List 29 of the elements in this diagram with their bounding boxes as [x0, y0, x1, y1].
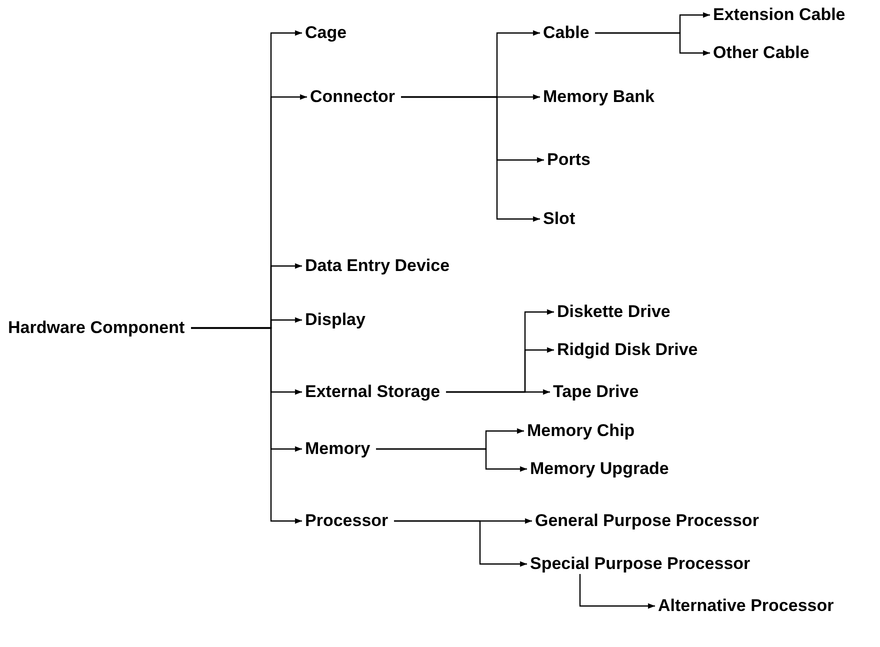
node-label: General Purpose Processor — [535, 511, 759, 531]
node-label: Memory Chip — [527, 421, 635, 441]
node-label: Special Purpose Processor — [530, 554, 750, 574]
node-label: Hardware Component — [8, 318, 185, 338]
node-label: Cable — [543, 23, 590, 43]
node-label: Display — [305, 310, 366, 330]
node-label: Extension Cable — [713, 5, 846, 25]
node-label: Memory — [305, 439, 370, 459]
node-label: Diskette Drive — [557, 302, 670, 322]
node-label: Ports — [547, 150, 590, 170]
arrow — [595, 32, 710, 56]
arrow — [376, 448, 527, 472]
node-label: External Storage — [305, 382, 440, 402]
node-label: Other Cable — [713, 43, 810, 63]
node-label: Slot — [543, 209, 576, 229]
node-label: Connector — [310, 87, 395, 107]
node-label: Cage — [305, 23, 347, 43]
arrow — [401, 96, 540, 222]
arrow — [191, 327, 302, 524]
node-label: Ridgid Disk Drive — [557, 340, 698, 360]
node-label: Processor — [305, 511, 388, 531]
node-label: Memory Bank — [543, 87, 654, 107]
arrow — [394, 520, 527, 567]
arrow — [579, 574, 655, 609]
node-label: Alternative Processor — [658, 596, 834, 616]
node-label: Memory Upgrade — [530, 459, 669, 479]
node-label: Data Entry Device — [305, 256, 450, 276]
node-label: Tape Drive — [553, 382, 639, 402]
arrow — [446, 389, 550, 395]
